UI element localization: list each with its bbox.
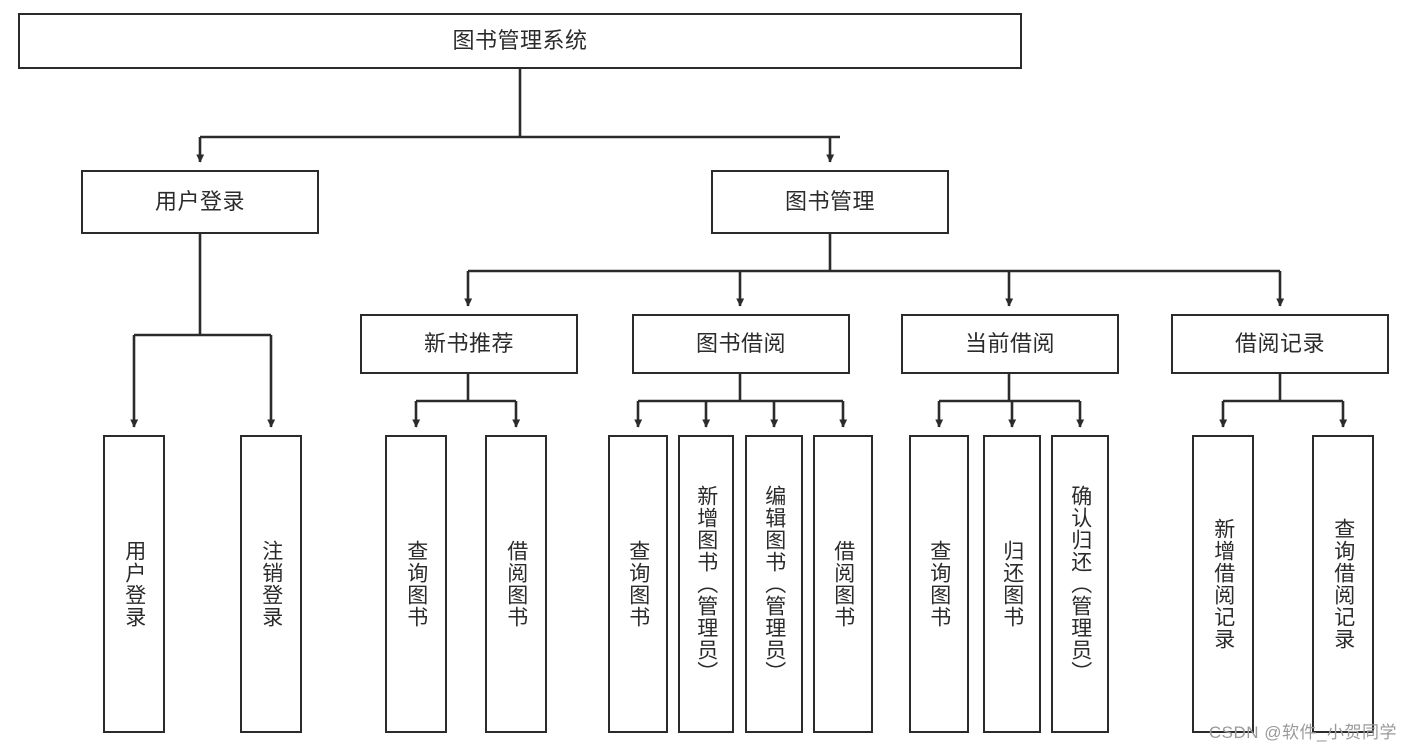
node-leaf-user-login-label: 用户登录 <box>122 540 146 628</box>
node-leaf-edit-book-admin[interactable]: 编辑图书（管理员） <box>745 435 803 733</box>
node-leaf-query-book-borrow[interactable]: 查询图书 <box>608 435 668 733</box>
node-current-borrow[interactable]: 当前借阅 <box>901 314 1119 374</box>
node-leaf-user-login[interactable]: 用户登录 <box>103 435 165 733</box>
node-leaf-borrow-book-rec[interactable]: 借阅图书 <box>485 435 547 733</box>
node-new-book-recommend[interactable]: 新书推荐 <box>360 314 578 374</box>
node-leaf-confirm-return-admin-label: 确认归还（管理员） <box>1068 485 1092 683</box>
node-user-login[interactable]: 用户登录 <box>81 170 319 234</box>
node-root[interactable]: 图书管理系统 <box>18 13 1022 69</box>
node-book-manage-label: 图书管理 <box>784 189 875 215</box>
watermark: CSDN @软件_小贺同学 <box>1208 723 1397 742</box>
node-leaf-add-borrow-record[interactable]: 新增借阅记录 <box>1192 435 1254 733</box>
node-new-book-recommend-label: 新书推荐 <box>423 331 514 357</box>
node-leaf-query-borrow-record-label: 查询借阅记录 <box>1331 518 1355 650</box>
node-book-borrow-label: 图书借阅 <box>695 331 786 357</box>
node-leaf-borrow-book-rec-label: 借阅图书 <box>504 540 528 628</box>
node-leaf-edit-book-admin-label: 编辑图书（管理员） <box>762 485 786 683</box>
node-leaf-user-logout-label: 注销登录 <box>259 540 283 628</box>
node-leaf-add-book-admin-label: 新增图书（管理员） <box>694 485 718 683</box>
node-book-manage[interactable]: 图书管理 <box>711 170 949 234</box>
node-leaf-return-book[interactable]: 归还图书 <box>983 435 1041 733</box>
node-user-login-label: 用户登录 <box>154 189 245 215</box>
node-leaf-query-book-rec[interactable]: 查询图书 <box>385 435 447 733</box>
node-leaf-user-logout[interactable]: 注销登录 <box>240 435 302 733</box>
node-borrow-record-label: 借阅记录 <box>1234 331 1325 357</box>
node-leaf-query-book-borrow-label: 查询图书 <box>626 540 650 628</box>
node-leaf-confirm-return-admin[interactable]: 确认归还（管理员） <box>1051 435 1109 733</box>
node-leaf-query-book-cur[interactable]: 查询图书 <box>909 435 969 733</box>
node-current-borrow-label: 当前借阅 <box>964 331 1055 357</box>
node-leaf-return-book-label: 归还图书 <box>1000 540 1024 628</box>
node-borrow-record[interactable]: 借阅记录 <box>1171 314 1389 374</box>
node-leaf-query-book-cur-label: 查询图书 <box>927 540 951 628</box>
node-leaf-query-book-rec-label: 查询图书 <box>404 540 428 628</box>
node-leaf-borrow-book[interactable]: 借阅图书 <box>813 435 873 733</box>
node-leaf-borrow-book-label: 借阅图书 <box>831 540 855 628</box>
node-root-label: 图书管理系统 <box>452 28 588 54</box>
node-book-borrow[interactable]: 图书借阅 <box>632 314 850 374</box>
node-leaf-add-borrow-record-label: 新增借阅记录 <box>1211 518 1235 650</box>
node-leaf-add-book-admin[interactable]: 新增图书（管理员） <box>678 435 734 733</box>
node-leaf-query-borrow-record[interactable]: 查询借阅记录 <box>1312 435 1374 733</box>
